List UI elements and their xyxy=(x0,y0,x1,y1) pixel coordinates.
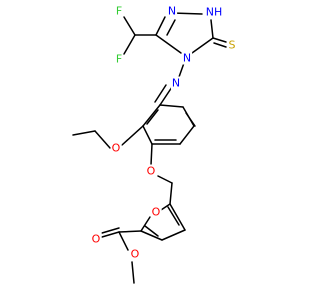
triazole-bond xyxy=(166,19,176,36)
atom-n-triazole-top: N xyxy=(168,5,176,18)
atom-label-background xyxy=(129,247,141,261)
atom-n-triazole-4: N xyxy=(183,52,191,65)
thione-bond xyxy=(212,37,227,43)
furan-bond xyxy=(144,225,159,237)
atom-label-background xyxy=(170,76,182,90)
triazole-bond xyxy=(155,16,166,36)
thione-bond xyxy=(213,42,227,48)
atom-label-background xyxy=(145,164,157,178)
atom-s-thione: S xyxy=(229,39,236,52)
atom-f-upper: F xyxy=(116,5,122,18)
ethoxy-bond xyxy=(94,130,111,149)
atom-n-imine: N xyxy=(172,77,180,90)
atom-label-background xyxy=(110,141,122,155)
benzene-bond xyxy=(146,109,159,125)
atom-nh-triazole: NH xyxy=(206,6,223,19)
imine-bond xyxy=(159,86,173,106)
ester-bond xyxy=(118,230,142,233)
ethoxy-bond xyxy=(72,130,96,136)
furan-bond xyxy=(161,229,186,241)
atom-label-background xyxy=(114,52,124,66)
atom-o-furan: O xyxy=(152,206,161,219)
atom-label-background xyxy=(181,51,193,65)
furan-bond xyxy=(160,203,171,211)
furan-bond xyxy=(169,203,186,231)
ester-bond xyxy=(118,231,129,251)
bond-lines xyxy=(72,12,227,284)
atom-label-background xyxy=(90,232,102,246)
ester-bond xyxy=(101,231,120,238)
ether-bond xyxy=(157,175,173,184)
benzene-bond xyxy=(159,104,184,108)
furan-bond xyxy=(167,206,180,226)
furan-bond xyxy=(140,216,151,232)
triazole-bond xyxy=(191,37,214,54)
atom-label-background xyxy=(166,4,178,18)
atom-o-ethoxy: O xyxy=(112,142,121,155)
molecule-structure-diagram: N NH N S F F N O O O O O xyxy=(72,4,237,284)
furan-bond xyxy=(169,182,173,205)
ethoxy-bond xyxy=(121,125,144,146)
atom-o-carbonyl: O xyxy=(92,233,101,246)
furan-bond xyxy=(140,230,163,241)
atom-label-background xyxy=(150,205,162,219)
atom-label-background xyxy=(114,4,124,18)
benzene-bond xyxy=(185,112,196,127)
cf2-bond xyxy=(123,16,136,36)
atom-f-lower: F xyxy=(116,53,122,66)
cf2-bond xyxy=(123,34,136,55)
atom-label-background xyxy=(227,38,237,52)
atom-o-ether: O xyxy=(147,165,156,178)
triazole-bond xyxy=(155,34,182,54)
atom-labels: N NH N S F F N O O O O O xyxy=(90,4,237,261)
atom-label-background xyxy=(204,5,224,19)
ether-bond xyxy=(150,143,153,166)
n-n-bond xyxy=(178,62,185,78)
atom-o-ester: O xyxy=(131,248,140,261)
benzene-bond xyxy=(142,125,153,145)
imine-bond xyxy=(154,84,167,103)
ester-bond xyxy=(101,227,120,234)
ester-bond xyxy=(131,261,135,284)
triazole-bond xyxy=(210,19,214,39)
benzene-bond xyxy=(142,104,161,127)
benzene-bond xyxy=(179,125,195,145)
